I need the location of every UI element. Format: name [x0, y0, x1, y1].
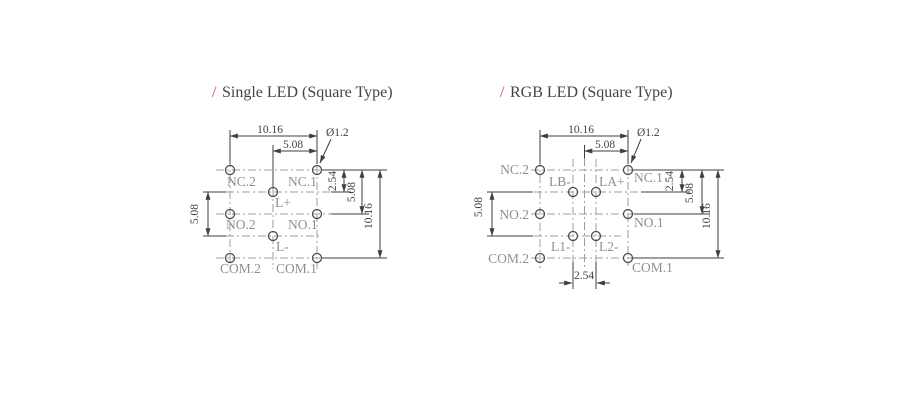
- pin-nc1: [622, 164, 634, 176]
- single-title-slash: /: [212, 84, 217, 101]
- pin-label-nc1: NC.1: [634, 170, 663, 185]
- pin-nc2: [224, 164, 236, 176]
- single-panel-title: Single LED (Square Type): [222, 84, 393, 101]
- pin-label-l-plus: L+: [275, 195, 291, 210]
- dim-pitch-label: 2.54: [664, 171, 676, 191]
- pin-l1: [567, 230, 579, 242]
- pin-label-com1: COM.1: [632, 260, 673, 275]
- dim-height-label: 10.16: [701, 203, 713, 229]
- dim-hole-label: Ø1.2: [637, 127, 660, 139]
- dim-height-label: 10.16: [363, 203, 375, 229]
- rgb-title-slash: /: [500, 84, 505, 101]
- pin-label-l1: L1-: [551, 239, 571, 254]
- dim-width-label: 10.16: [568, 124, 594, 136]
- pin-label-no2: NO.2: [499, 207, 529, 222]
- pin-label-la: LA+: [599, 174, 625, 189]
- pin-com2: [224, 252, 236, 264]
- dim-bottom-label: 2.54: [574, 270, 594, 282]
- pin-label-nc1: NC.1: [288, 174, 317, 189]
- rgb-led-panel: / RGB LED (Square Type): [473, 84, 724, 289]
- dim-pitch-label: 2.54: [327, 171, 339, 191]
- pin-no1: [311, 208, 323, 220]
- pin-label-com2: COM.2: [220, 261, 261, 276]
- pin-label-nc2: NC.2: [500, 162, 529, 177]
- pin-la: [590, 186, 602, 198]
- pin-com2: [534, 252, 546, 264]
- pin-label-l2: L2-: [599, 239, 619, 254]
- pin-label-com1: COM.1: [276, 261, 317, 276]
- pin-label-com2: COM.2: [488, 251, 529, 266]
- dim-side-label: 5.08: [684, 183, 696, 203]
- pin-label-no1: NO.1: [288, 217, 318, 232]
- dim-left-label: 5.08: [473, 197, 485, 217]
- dim-left-label: 5.08: [189, 204, 201, 224]
- pin-lb: [567, 186, 579, 198]
- dim-width-label: 10.16: [257, 124, 283, 136]
- pin-no2: [224, 208, 236, 220]
- dim-half-width-label: 5.08: [283, 139, 303, 151]
- pin-no1: [622, 208, 634, 220]
- pin-l-plus: [267, 186, 279, 198]
- pin-nc2: [534, 164, 546, 176]
- pin-label-no2: NO.2: [226, 217, 256, 232]
- dim-side-label: 5.08: [346, 182, 358, 202]
- pin-com1: [311, 252, 323, 264]
- pin-com1: [622, 252, 634, 264]
- pin-label-l-minus: L-: [276, 239, 289, 254]
- hole-leader-line: [319, 138, 332, 164]
- single-led-panel: / Single LED (Square Type) 10.16 5.08 Ø1: [189, 84, 393, 276]
- pin-l-minus: [267, 230, 279, 242]
- pin-no2: [534, 208, 546, 220]
- dim-half-width-label: 5.08: [595, 139, 615, 151]
- pin-l2: [590, 230, 602, 242]
- hole-leader-line: [630, 138, 642, 164]
- pin-label-no1: NO.1: [634, 215, 664, 230]
- pin-nc1: [311, 164, 323, 176]
- pin-label-lb: LB-: [549, 174, 571, 189]
- pin-label-nc2: NC.2: [227, 174, 256, 189]
- dim-hole-label: Ø1.2: [326, 127, 349, 139]
- rgb-panel-title: RGB LED (Square Type): [510, 84, 673, 101]
